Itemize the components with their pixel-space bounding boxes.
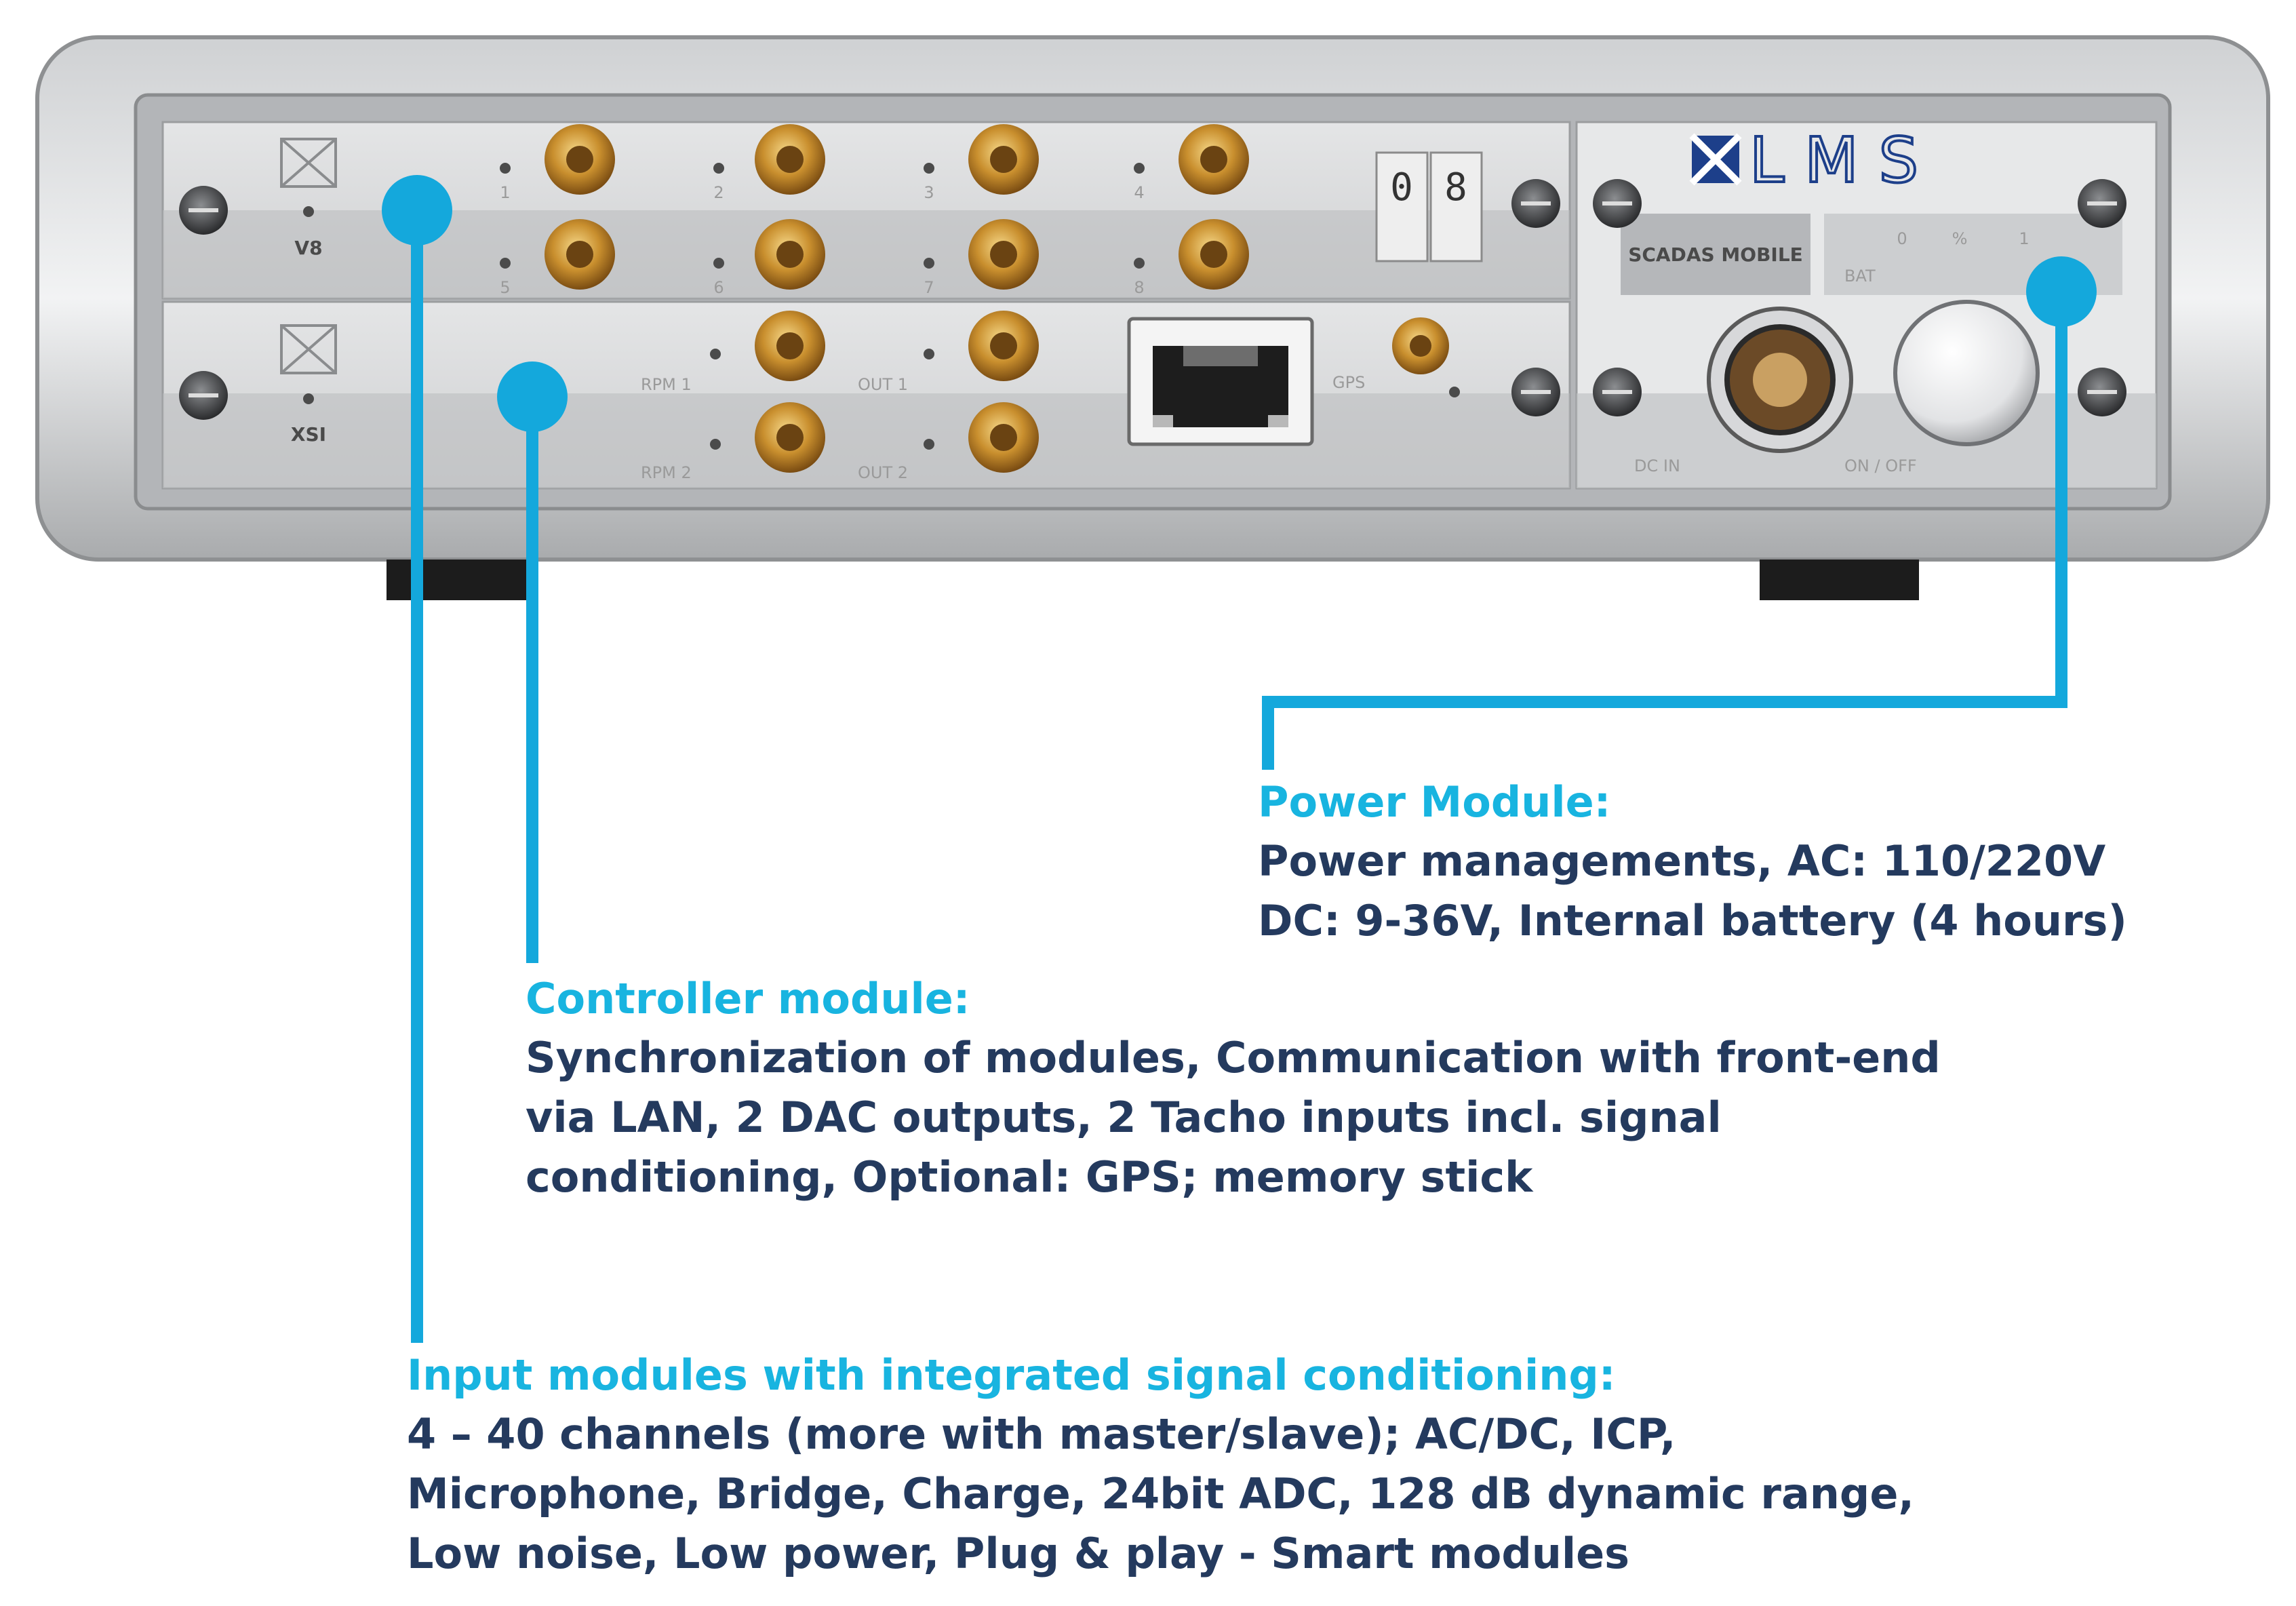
gps-bnc-icon: [1392, 317, 1460, 397]
lan-port-icon: [1127, 317, 1314, 446]
module-indicator-icon: [280, 138, 337, 188]
power-caption-line: DC: 9-36V, Internal battery (4 hours): [1258, 896, 2127, 945]
channel-1-bnc-icon: [500, 124, 615, 195]
input-caption: Input modules with integrated signal con…: [407, 1346, 1914, 1584]
input-caption-title: Input modules with integrated signal con…: [407, 1350, 1616, 1400]
rpm1-label: RPM 1: [641, 375, 692, 394]
screw-icon: [179, 186, 228, 235]
dc-in-socket-icon: [1707, 307, 1853, 453]
input-module-v8: V8: [161, 121, 1571, 300]
controller-module-label: XSI: [291, 423, 326, 446]
screw-icon: [2078, 368, 2126, 416]
input-module-label: V8: [294, 237, 322, 259]
channel-3-bnc-icon: [924, 124, 1039, 195]
screw-icon: [1511, 179, 1560, 228]
controller-module-xsi: XSI: [161, 300, 1571, 490]
counter-digit-2: 8: [1444, 165, 1467, 210]
on-off-button-icon: [1893, 300, 2040, 446]
on-off-label: ON / OFF: [1844, 456, 1917, 475]
controller-connectors: RPM 1 RPM 2 OUT 1 OUT 2 GPS: [641, 311, 1460, 482]
input-callout-dot: [382, 175, 452, 246]
power-caption-line: Power managements, AC: 110/220V: [1258, 836, 2106, 886]
out2-label: OUT 2: [858, 463, 908, 482]
left-foot: [387, 560, 529, 600]
channel-8-bnc-icon: [1134, 219, 1249, 290]
controller-caption-line: via LAN, 2 DAC outputs, 2 Tacho inputs i…: [526, 1093, 1722, 1142]
screw-icon: [1593, 179, 1642, 228]
lms-logo: LMS: [1689, 123, 1939, 198]
module-led-icon: [303, 206, 314, 217]
power-callout-dot: [2026, 256, 2097, 327]
out1-label: OUT 1: [858, 375, 908, 394]
gps-label: GPS: [1332, 373, 1365, 392]
power-caption-title: Power Module:: [1258, 777, 1611, 827]
channel-5-number: 5: [500, 278, 510, 297]
channel-3-number: 3: [924, 183, 934, 202]
controller-caption-line: conditioning, Optional: GPS; memory stic…: [526, 1152, 1533, 1202]
panel-screws: [179, 179, 2126, 420]
controller-caption-line: Synchronization of modules, Communicatio…: [526, 1033, 1941, 1082]
right-foot: [1760, 560, 1919, 600]
rpm2-label: RPM 2: [641, 463, 692, 482]
battery-mark-1: 1: [2019, 229, 2029, 248]
dc-in-label: DC IN: [1634, 456, 1680, 475]
counter-digit-1: 0: [1390, 165, 1413, 210]
controller-indicator-icon: [280, 324, 337, 374]
channel-6-number: 6: [713, 278, 724, 297]
rpm1-bnc-icon: [710, 311, 825, 381]
controller-callout-dot: [497, 361, 568, 432]
lms-logo-text: LMS: [1749, 124, 1939, 197]
screw-icon: [1511, 368, 1560, 416]
channel-4-number: 4: [1134, 183, 1144, 202]
module-counter-display: 0 8: [1375, 151, 1483, 262]
input-caption-line: 4 – 40 channels (more with master/slave)…: [407, 1409, 1676, 1459]
channel-7-number: 7: [924, 278, 934, 297]
screw-icon: [1593, 368, 1642, 416]
channel-8-number: 8: [1134, 278, 1144, 297]
power-callout-line: [1262, 292, 2067, 770]
channel-2-number: 2: [713, 183, 724, 202]
controller-caption-title: Controller module:: [526, 974, 970, 1023]
battery-mark-percent: %: [1952, 229, 1968, 248]
callout-lines: [382, 175, 2097, 1343]
channel-connectors: 1 2 3 4 5 6 7 8: [500, 124, 1249, 297]
battery-label: BAT: [1844, 267, 1876, 286]
controller-led-icon: [303, 393, 314, 404]
out1-bnc-icon: [924, 311, 1039, 381]
input-caption-line: Low noise, Low power, Plug & play - Smar…: [407, 1529, 1630, 1578]
rpm2-bnc-icon: [710, 402, 825, 473]
channel-2-bnc-icon: [713, 124, 825, 195]
screw-icon: [179, 371, 228, 420]
screw-icon: [2078, 179, 2126, 228]
input-caption-line: Microphone, Bridge, Charge, 24bit ADC, 1…: [407, 1469, 1914, 1519]
channel-7-bnc-icon: [924, 219, 1039, 290]
channel-1-number: 1: [500, 183, 510, 202]
model-label: SCADAS MOBILE: [1628, 243, 1803, 266]
battery-mark-0: 0: [1897, 229, 1907, 248]
channel-4-bnc-icon: [1134, 124, 1249, 195]
channel-6-bnc-icon: [713, 219, 825, 290]
channel-5-bnc-icon: [500, 219, 615, 290]
controller-caption: Controller module: Synchronization of mo…: [526, 970, 1941, 1207]
power-caption: Power Module: Power managements, AC: 110…: [1258, 773, 2127, 951]
out2-bnc-icon: [924, 402, 1039, 473]
